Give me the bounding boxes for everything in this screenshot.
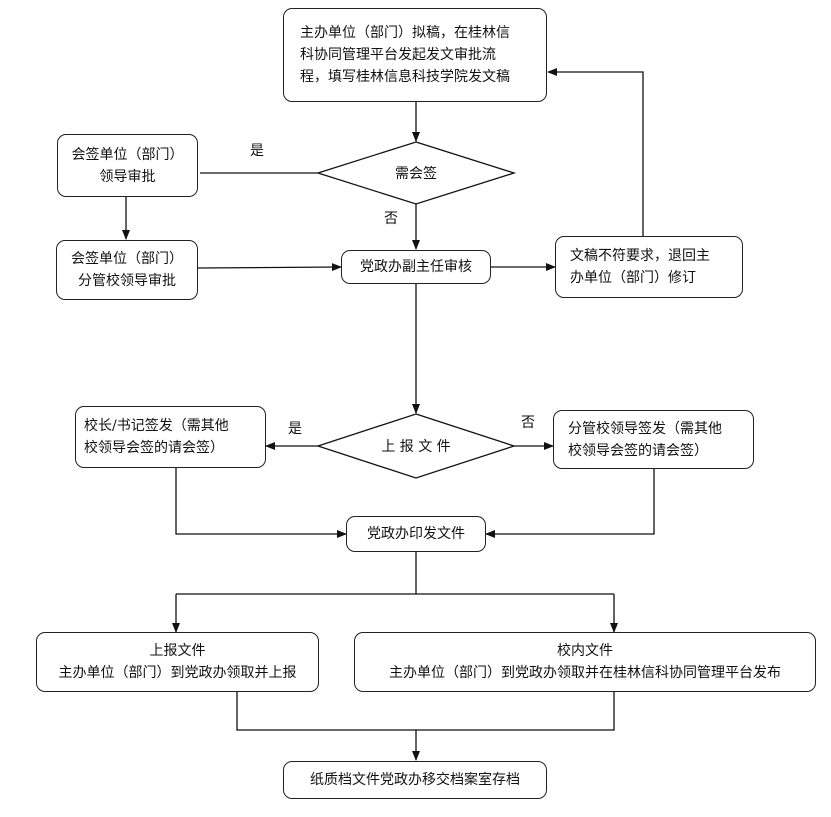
node-vp-sign: 分管校领导签发（需其他 校领导会签的请会签） [553, 410, 754, 469]
label-yes-2: 是 [288, 421, 302, 437]
node-countersign-leader: 会签单位（部门） 领导审批 [57, 134, 198, 197]
decision-need-countersign-text: 需会签 [395, 166, 437, 182]
node-report-branch: 上报文件 主办单位（部门）到党政办领取并上报 [36, 632, 319, 692]
node-archive: 纸质档文件党政办移交档案室存档 [283, 761, 547, 799]
node-internal-branch: 校内文件 主办单位（部门）到党政办领取并在桂林信科协同管理平台发布 [354, 632, 816, 692]
node-return-revise: 文稿不符要求，退回主 办单位（部门）修订 [555, 236, 743, 298]
label-no-2: 否 [521, 415, 535, 431]
arrow-return-to-draft [547, 68, 644, 236]
decision-report-file [315, 413, 517, 479]
node-countersign-vp: 会签单位（部门） 分管校领导审批 [56, 240, 198, 300]
arrow-vpsign-to-print [485, 469, 655, 538]
node-president-sign: 校长/书记签发（需其他 校领导会签的请会签） [75, 406, 266, 468]
node-deputy-review: 党政办副主任审核 [341, 250, 491, 284]
label-no-1: 否 [384, 211, 398, 227]
arrow-vp-to-deputy [197, 263, 342, 272]
arrow-president-to-print [175, 468, 347, 538]
decision-report-file-text: 上 报 文 件 [381, 439, 451, 455]
node-draft: 主办单位（部门）拟稿，在桂林信 科协同管理平台发起发文审批流 程，填写桂林信息科… [283, 8, 547, 102]
node-print-issue: 党政办印发文件 [346, 516, 486, 552]
label-yes-1: 是 [250, 143, 264, 159]
